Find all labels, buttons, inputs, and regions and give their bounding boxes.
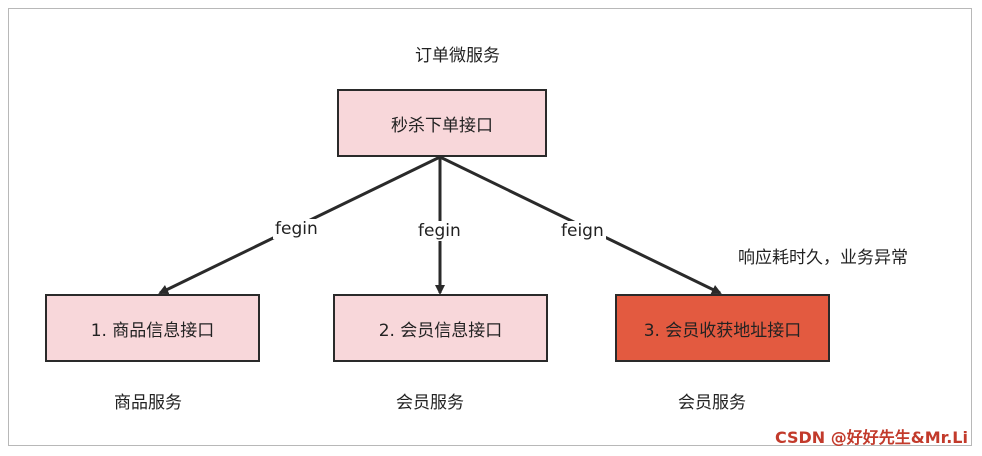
diagram-canvas (8, 8, 972, 446)
node-seckill-order-api: 秒杀下单接口 (337, 89, 547, 157)
service-label-member: 会员服务 (396, 393, 464, 413)
service-label-product: 商品服务 (114, 393, 182, 413)
node-member-info-api: 2. 会员信息接口 (333, 294, 548, 362)
annotation-slow-response: 响应耗时久，业务异常 (738, 248, 908, 268)
node-product-info-api: 1. 商品信息接口 (45, 294, 260, 362)
service-label-address: 会员服务 (678, 393, 746, 413)
edge-label-product: fegin (273, 219, 320, 239)
watermark-text: CSDN @好好先生&Mr.Li (774, 428, 968, 447)
edge-label-member: fegin (416, 221, 463, 241)
group-label-order-service: 订单微服务 (415, 46, 500, 66)
edge-label-address: feign (559, 221, 606, 241)
node-member-address-api: 3. 会员收获地址接口 (615, 294, 830, 362)
